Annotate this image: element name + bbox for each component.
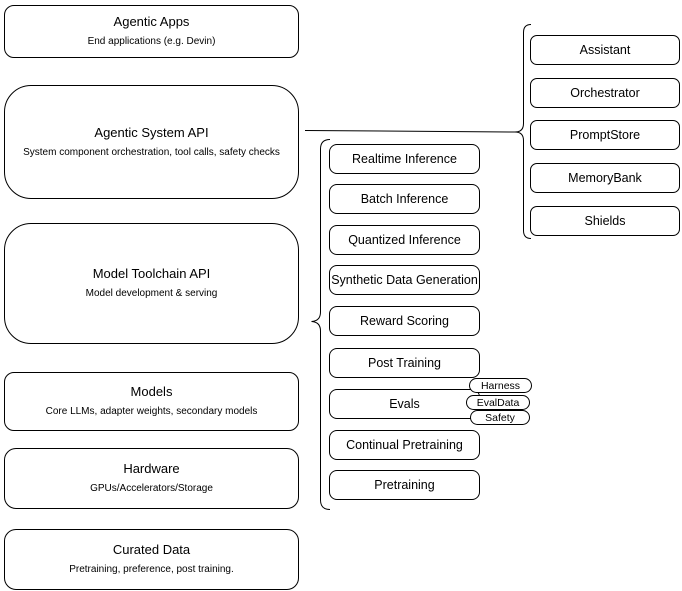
toolchain-box-reward-scoring: Reward Scoring <box>329 306 480 336</box>
system-box-assistant: Assistant <box>530 35 680 65</box>
system-brace <box>514 24 532 239</box>
evals-tag-safety: Safety <box>470 410 530 425</box>
toolchain-box-realtime-inference: Realtime Inference <box>329 144 480 174</box>
system-box-label: Orchestrator <box>570 86 640 100</box>
layer-box-agentic-apps: Agentic Apps End applications (e.g. Devi… <box>4 5 299 58</box>
toolchain-box-label: Quantized Inference <box>348 233 461 247</box>
system-box-label: Assistant <box>579 43 631 57</box>
toolchain-box-quantized-inference: Quantized Inference <box>329 225 480 255</box>
layer-subtitle: Pretraining, preference, post training. <box>69 564 234 576</box>
system-box-label: Shields <box>584 214 626 228</box>
toolchain-box-pretraining: Pretraining <box>329 470 480 500</box>
layer-title: Model Toolchain API <box>92 266 211 282</box>
system-api-connector-line <box>304 130 516 133</box>
evals-tag-label: Harness <box>480 379 521 392</box>
layer-subtitle: GPUs/Accelerators/Storage <box>90 483 213 495</box>
system-box-orchestrator: Orchestrator <box>530 78 680 108</box>
layer-title: Models <box>130 384 173 400</box>
toolchain-box-label: Continual Pretraining <box>346 438 463 452</box>
layer-subtitle: Core LLMs, adapter weights, secondary mo… <box>45 406 258 418</box>
toolchain-brace <box>311 139 331 510</box>
toolchain-box-synthetic-data-generation: Synthetic Data Generation <box>329 265 480 295</box>
layer-subtitle: System component orchestration, tool cal… <box>23 146 280 158</box>
system-box-shields: Shields <box>530 206 680 236</box>
system-box-label: PromptStore <box>569 128 641 142</box>
evals-tag-label: EvalData <box>476 396 520 409</box>
toolchain-box-label: Realtime Inference <box>352 152 457 166</box>
layer-title: Hardware <box>123 461 180 477</box>
layer-box-curated-data: Curated Data Pretraining, preference, po… <box>4 529 299 590</box>
layer-box-hardware: Hardware GPUs/Accelerators/Storage <box>4 448 299 509</box>
toolchain-box-label: Post Training <box>368 356 441 370</box>
layer-subtitle: Model development & serving <box>85 288 218 300</box>
toolchain-box-label: Evals <box>389 397 420 411</box>
toolchain-box-label: Synthetic Data Generation <box>331 273 478 287</box>
evals-tag-evaldata: EvalData <box>466 395 530 410</box>
toolchain-box-batch-inference: Batch Inference <box>329 184 480 214</box>
system-box-memorybank: MemoryBank <box>530 163 680 193</box>
toolchain-box-post-training: Post Training <box>329 348 480 378</box>
toolchain-box-continual-pretraining: Continual Pretraining <box>329 430 480 460</box>
evals-tag-label: Safety <box>485 411 515 424</box>
layer-box-models: Models Core LLMs, adapter weights, secon… <box>4 372 299 431</box>
toolchain-box-label: Batch Inference <box>360 192 449 206</box>
toolchain-box-evals: Evals <box>329 389 480 419</box>
layer-title: Agentic System API <box>94 124 209 140</box>
layer-subtitle: End applications (e.g. Devin) <box>87 36 216 48</box>
layer-box-model-toolchain-api: Model Toolchain API Model development & … <box>4 223 299 344</box>
system-box-promptstore: PromptStore <box>530 120 680 150</box>
layer-box-agentic-system-api: Agentic System API System component orch… <box>4 85 299 199</box>
evals-tag-harness: Harness <box>469 378 532 393</box>
layer-title: Curated Data <box>112 542 191 558</box>
toolchain-box-label: Pretraining <box>374 478 435 492</box>
toolchain-box-label: Reward Scoring <box>360 314 449 328</box>
layer-title: Agentic Apps <box>113 14 190 30</box>
system-box-label: MemoryBank <box>568 171 642 185</box>
